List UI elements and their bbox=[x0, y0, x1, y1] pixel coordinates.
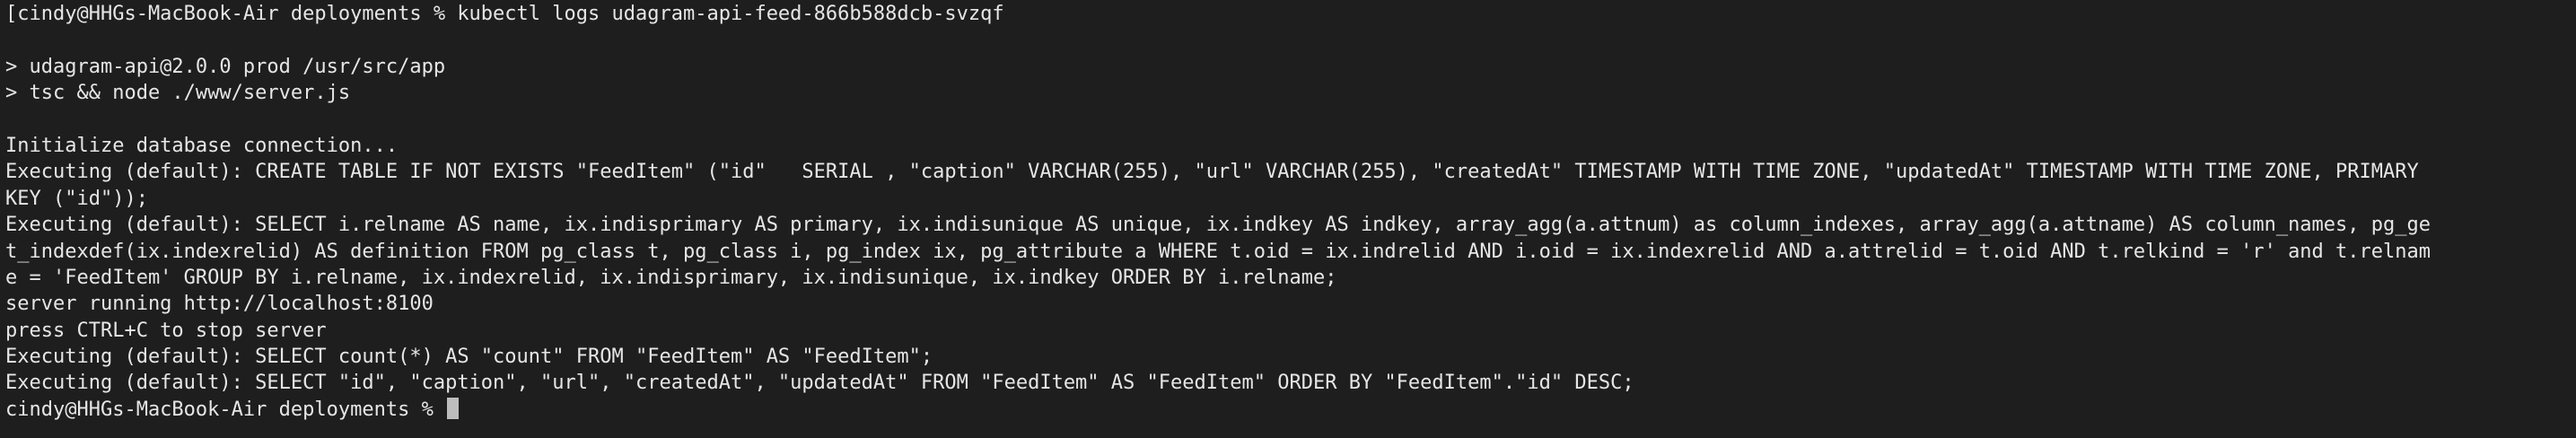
terminal-line: server running http://localhost:8100 bbox=[5, 293, 434, 316]
terminal-line: Initialize database connection... bbox=[5, 134, 399, 157]
terminal-line: Executing (default): SELECT count(*) AS … bbox=[5, 346, 933, 369]
terminal-line: > tsc && node ./www/server.js bbox=[5, 82, 351, 105]
terminal-line: e = 'FeedItem' GROUP BY i.relname, ix.in… bbox=[5, 266, 1337, 289]
shell-prompt: cindy@HHGs-MacBook-Air deployments % bbox=[5, 398, 446, 421]
terminal-line: Executing (default): SELECT i.relname AS… bbox=[5, 214, 2431, 237]
terminal-line: KEY ("id")); bbox=[5, 187, 148, 210]
terminal-line: [cindy@HHGs-MacBook-Air deployments % ku… bbox=[5, 3, 1004, 25]
terminal-line: t_indexdef(ix.indexrelid) AS definition … bbox=[5, 240, 2431, 263]
terminal-line: Executing (default): CREATE TABLE IF NOT… bbox=[5, 161, 2419, 184]
terminal-line: Executing (default): SELECT "id", "capti… bbox=[5, 372, 1634, 395]
terminal-line bbox=[5, 107, 2576, 133]
terminal-line bbox=[5, 27, 2576, 53]
terminal-prompt-line[interactable]: cindy@HHGs-MacBook-Air deployments % bbox=[5, 397, 2576, 423]
terminal-line: > udagram-api@2.0.0 prod /usr/src/app bbox=[5, 55, 446, 78]
text-cursor[interactable] bbox=[447, 397, 460, 419]
terminal-line: press CTRL+C to stop server bbox=[5, 319, 327, 342]
